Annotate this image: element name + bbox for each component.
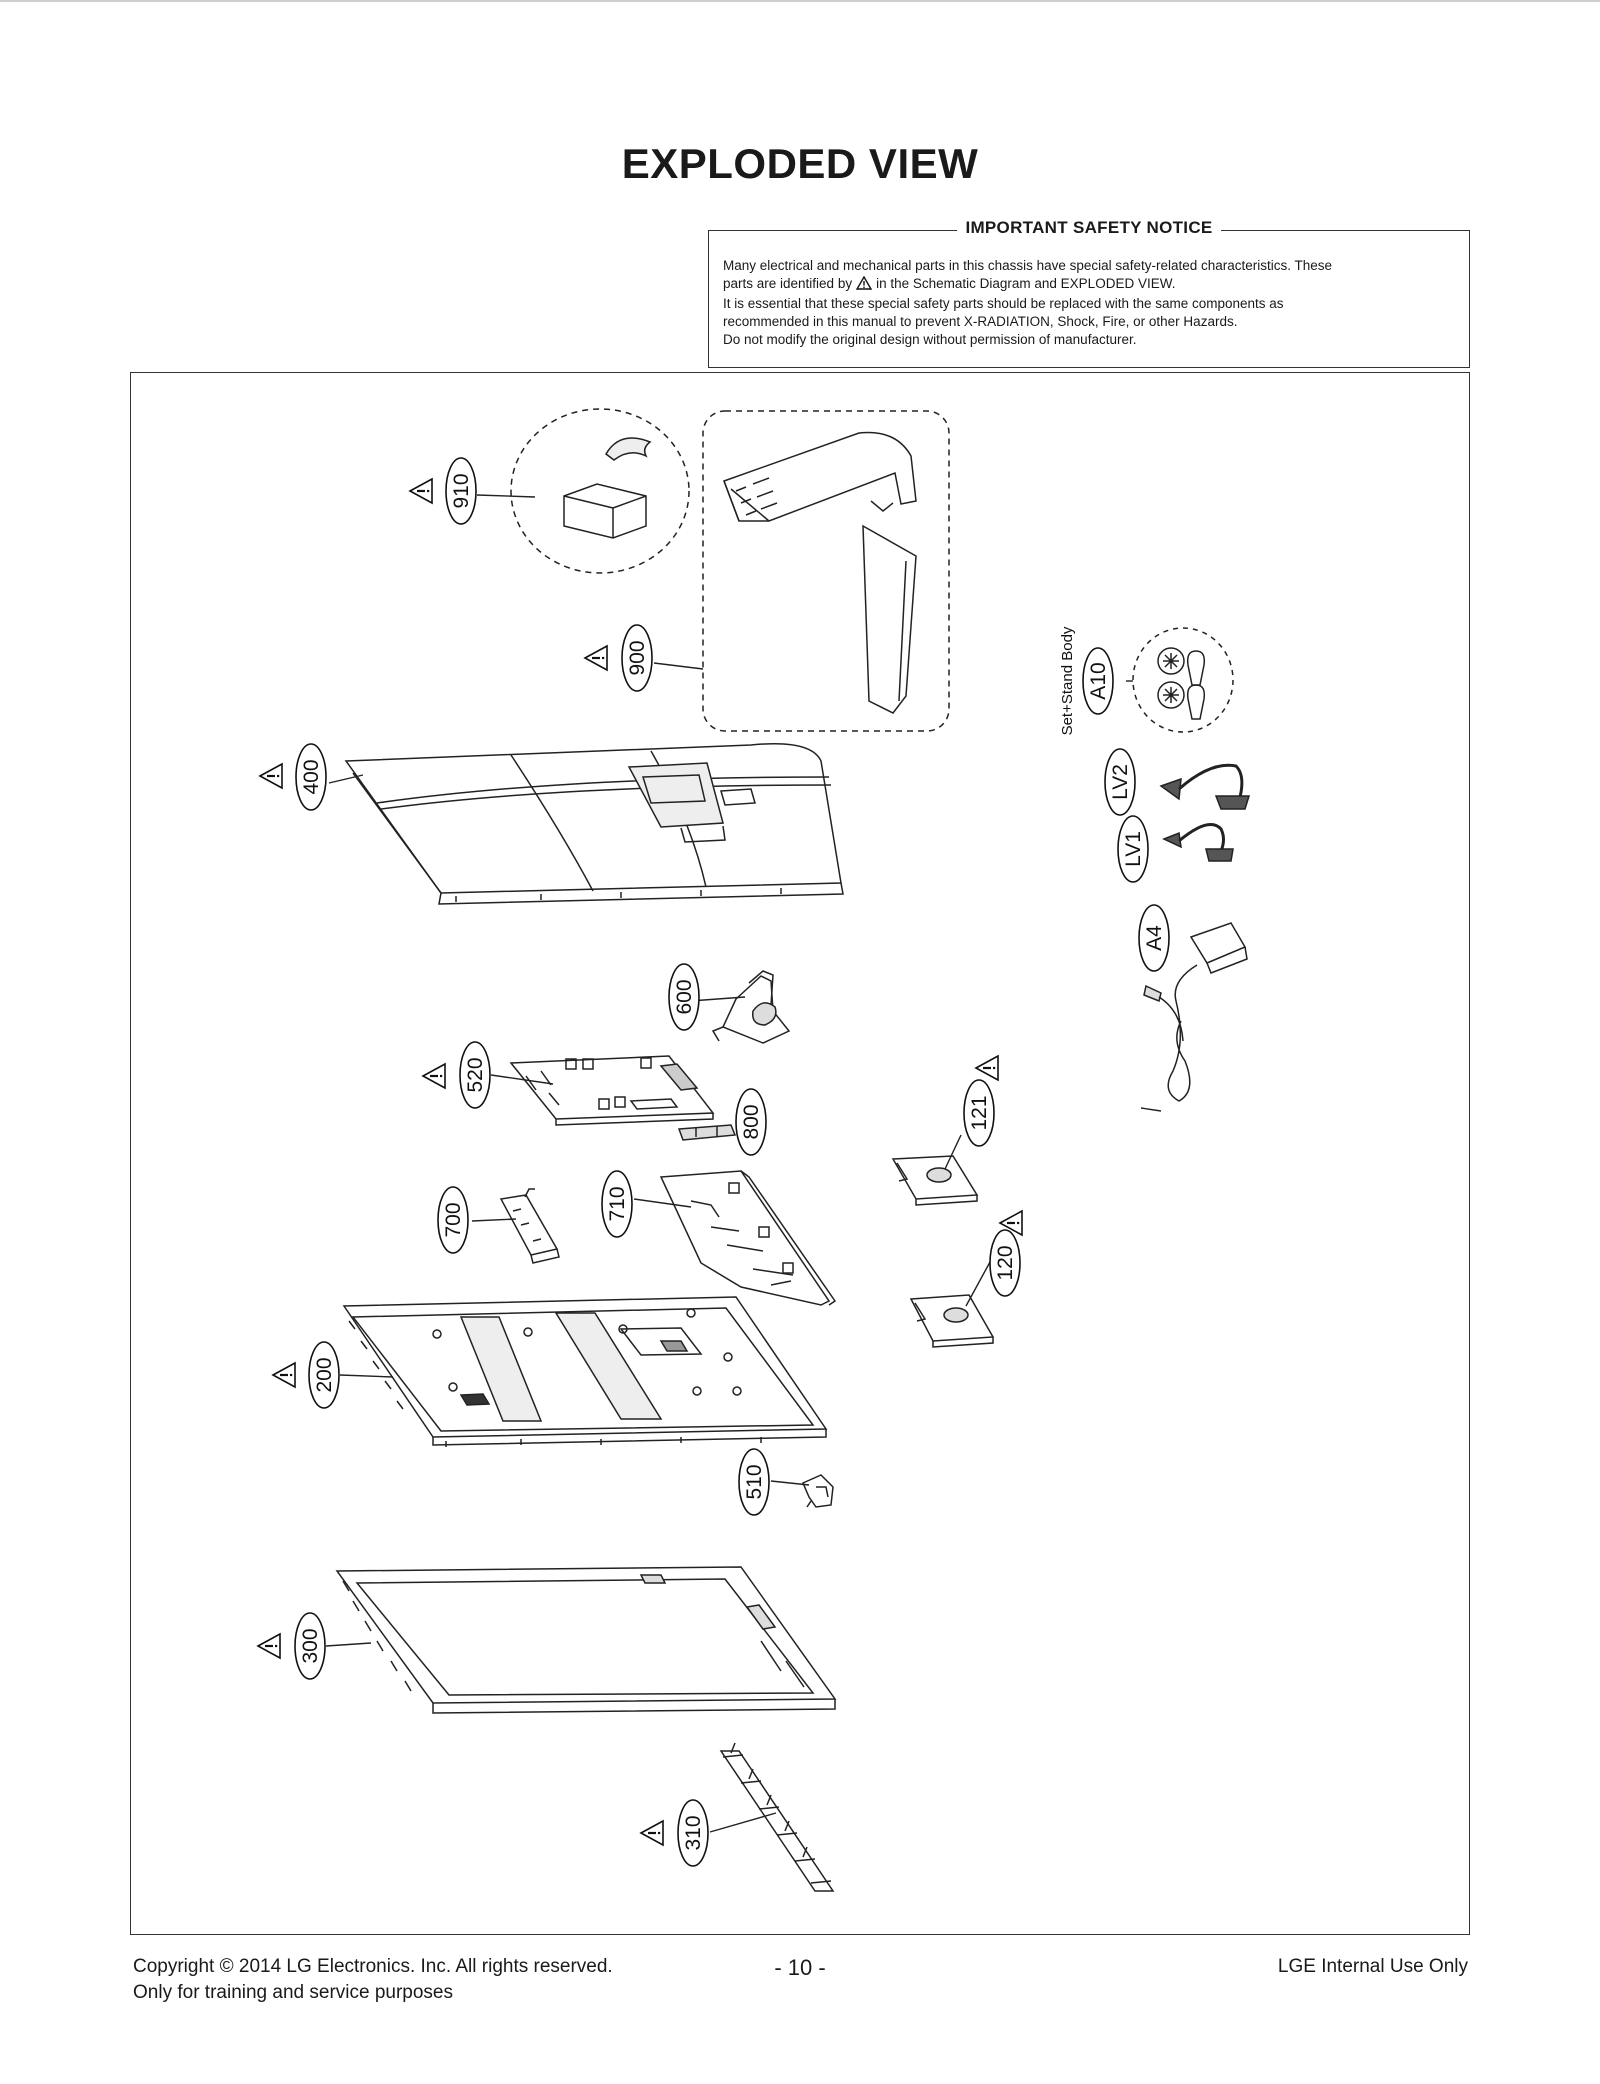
footer-left: Copyright © 2014 LG Electronics. Inc. Al… <box>133 1954 613 2006</box>
callout-label-520: 520 <box>464 1057 487 1092</box>
exploded-view-diagram: 910 900 400 600 520 800 700 710 200 510 <box>130 372 1470 1935</box>
callout-label-910: 910 <box>450 473 473 508</box>
part-600-drawing <box>711 970 791 1044</box>
part-710-drawing <box>659 1170 837 1306</box>
callout-400: 400 <box>259 743 327 811</box>
callout-120: 120 <box>989 1210 1023 1297</box>
callout-520: 520 <box>422 1041 491 1109</box>
callout-label-710: 710 <box>606 1186 629 1221</box>
callout-200: 200 <box>272 1341 340 1409</box>
callout-label-800: 800 <box>740 1104 763 1139</box>
top-rule <box>0 0 1600 2</box>
part-LV2-cable-drawing <box>1159 763 1251 810</box>
footer-purpose: Only for training and service purposes <box>133 1982 453 2003</box>
part-200-drawing <box>342 1296 828 1447</box>
notice-line: recommended in this manual to prevent X-… <box>723 314 1238 329</box>
set-stand-label: Set+Stand Body <box>1059 626 1076 735</box>
callout-label-300: 300 <box>299 1628 322 1663</box>
part-900-drawing <box>702 410 950 732</box>
callout-LV1: LV1 <box>1117 815 1149 883</box>
callout-label-700: 700 <box>442 1202 465 1237</box>
callout-label-900: 900 <box>626 640 649 675</box>
notice-line: It is essential that these special safet… <box>723 296 1284 311</box>
callout-label-400: 400 <box>300 759 323 794</box>
callout-A10: Set+Stand Body A10 <box>1059 626 1114 735</box>
part-LV1-cable-drawing <box>1162 823 1234 862</box>
callout-label-120: 120 <box>994 1245 1017 1280</box>
callout-label-A4: A4 <box>1143 925 1166 951</box>
safety-notice-body: Many electrical and mechanical parts in … <box>723 257 1455 349</box>
callout-910: 910 <box>409 457 477 525</box>
part-300-drawing <box>335 1566 837 1714</box>
notice-line: Do not modify the original design withou… <box>723 332 1137 347</box>
page-title: EXPLODED VIEW <box>621 140 979 187</box>
part-400-drawing <box>344 742 844 905</box>
part-A4-adapter-drawing <box>1143 922 1248 1102</box>
safety-notice-heading: IMPORTANT SAFETY NOTICE <box>957 218 1221 237</box>
part-310-drawing <box>719 1742 835 1892</box>
part-700-drawing <box>499 1188 560 1264</box>
callout-510: 510 <box>738 1448 770 1516</box>
warning-triangle-icon <box>855 275 873 295</box>
callout-LV2: LV2 <box>1104 748 1136 816</box>
callout-A4: A4 <box>1138 904 1170 972</box>
callout-label-121: 121 <box>968 1095 991 1130</box>
callout-700: 700 <box>437 1186 469 1254</box>
callout-label-200: 200 <box>313 1357 336 1392</box>
part-800-drawing <box>677 1124 737 1141</box>
exploded-view-svg: 910 900 400 600 520 800 700 710 200 510 <box>257 408 1251 1892</box>
footer-internal-use: LGE Internal Use Only <box>1277 1956 1468 1977</box>
callout-900: 900 <box>584 624 653 692</box>
safety-notice: IMPORTANT SAFETY NOTICE Many electrical … <box>708 218 1470 368</box>
callout-label-A10: A10 <box>1087 662 1110 699</box>
callout-label-600: 600 <box>673 979 696 1014</box>
footer-copyright: Copyright © 2014 LG Electronics. Inc. Al… <box>133 1956 613 1977</box>
notice-line: Many electrical and mechanical parts in … <box>723 258 1333 273</box>
part-910-drawing <box>510 408 690 574</box>
callout-label-LV1: LV1 <box>1122 831 1145 867</box>
part-510-drawing <box>802 1474 834 1508</box>
callout-600: 600 <box>668 963 700 1031</box>
callout-300: 300 <box>257 1612 326 1680</box>
callout-310: 310 <box>640 1799 709 1867</box>
callout-label-310: 310 <box>682 1815 705 1850</box>
part-121-drawing <box>891 1155 979 1206</box>
callout-label-LV2: LV2 <box>1109 764 1132 800</box>
part-520-drawing <box>509 1055 715 1126</box>
callout-800: 800 <box>735 1088 767 1156</box>
callout-710: 710 <box>601 1170 633 1238</box>
callout-label-510: 510 <box>743 1464 766 1499</box>
part-A10-drawing <box>1132 627 1234 733</box>
footer-page-number: - 10 - <box>774 1955 826 1980</box>
part-120-drawing <box>909 1294 995 1348</box>
callout-121: 121 <box>963 1055 999 1147</box>
